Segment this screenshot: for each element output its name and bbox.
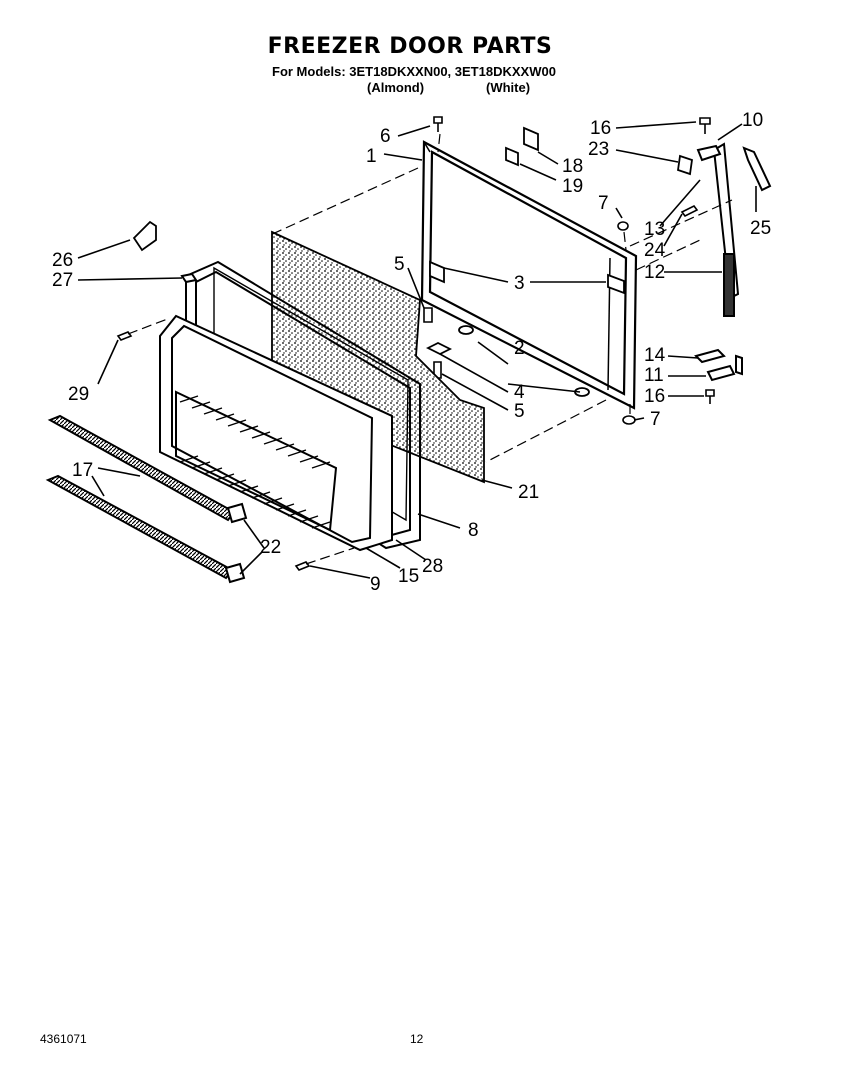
- leader-lines: [77, 121, 757, 579]
- callout-14: 14: [644, 345, 666, 366]
- callout-21: 21: [518, 482, 539, 503]
- callout-6: 6: [380, 126, 391, 147]
- callout-22: 22: [260, 537, 281, 558]
- callout-23: 23: [588, 139, 609, 160]
- callout-3: 3: [514, 273, 525, 294]
- callout-28: 28: [422, 556, 443, 577]
- outer-door-panel: [420, 140, 638, 410]
- callout-4: 4: [514, 382, 525, 403]
- assembly-guide-lines: [127, 133, 733, 565]
- callout-15: 15: [398, 566, 419, 587]
- callout-26: 26: [52, 250, 73, 271]
- callout-8: 8: [468, 520, 479, 541]
- callout-9: 9: [370, 574, 381, 595]
- trim-strip: [180, 272, 198, 284]
- shelf-rails: [45, 414, 248, 584]
- finish-white: (White): [486, 80, 531, 95]
- document-code: 4361071: [40, 1032, 87, 1046]
- models-line: For Models: 3ET18DKXXN00, 3ET18DKXXW00: [272, 64, 556, 79]
- clips: [132, 126, 693, 252]
- page-number: 12: [410, 1032, 424, 1046]
- callout-25: 25: [750, 218, 771, 239]
- callout-19: 19: [562, 176, 583, 197]
- callout-5b: 5: [514, 401, 525, 422]
- callout-7b: 7: [650, 409, 661, 430]
- callout-17: 17: [72, 460, 93, 481]
- page-title: FREEZER DOOR PARTS: [267, 34, 553, 59]
- inner-door-liner: [159, 314, 393, 552]
- callout-2: 2: [514, 338, 525, 359]
- callout-16a: 16: [590, 118, 611, 139]
- callout-13: 13: [644, 219, 665, 240]
- callout-12: 12: [644, 262, 665, 283]
- callout-18: 18: [562, 156, 583, 177]
- hinge-brackets: [425, 260, 625, 397]
- callout-labels: 1 6 5 3 2 4 5 16 23 18 19 7 10 13 24 25 …: [52, 110, 771, 595]
- callout-7a: 7: [598, 193, 609, 214]
- handle-assembly: [694, 142, 772, 382]
- callout-27: 27: [52, 270, 73, 291]
- callout-11: 11: [644, 365, 664, 386]
- callout-10: 10: [742, 110, 763, 131]
- callout-5a: 5: [394, 254, 405, 275]
- fasteners: [116, 116, 715, 571]
- callout-16b: 16: [644, 386, 665, 407]
- callout-24: 24: [644, 240, 666, 261]
- liner-shelf-ribs: [179, 395, 331, 529]
- finish-almond: (Almond): [367, 80, 425, 95]
- callout-1: 1: [366, 146, 377, 167]
- callout-29: 29: [68, 384, 89, 405]
